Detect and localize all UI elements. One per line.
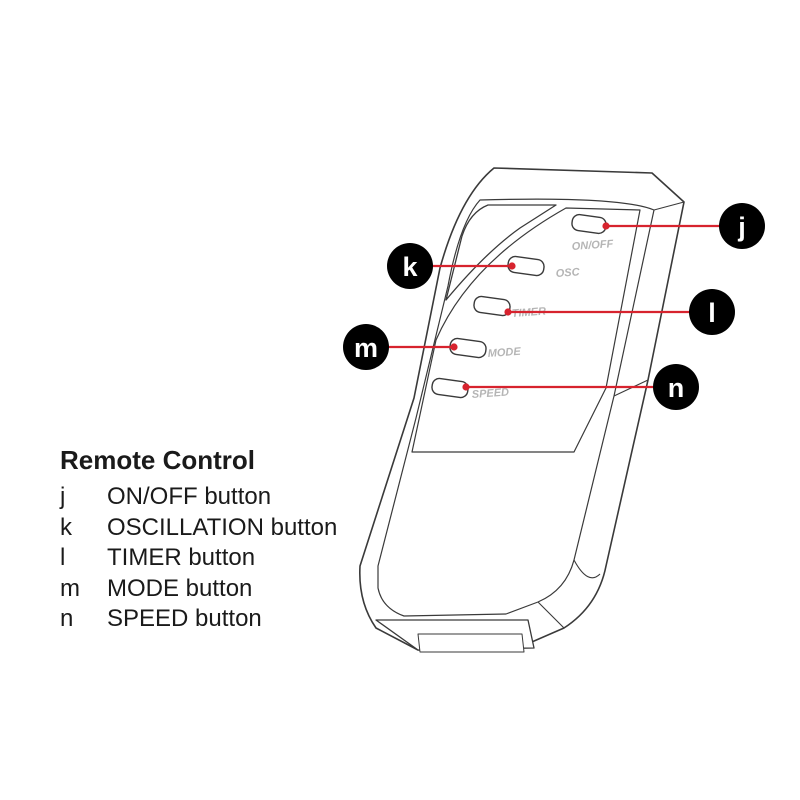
remote-button-labels: ON/OFF OSC TIMER MODE SPEED [471, 238, 614, 401]
legend-item-on-off: j ON/OFF button [60, 482, 337, 513]
legend-key: k [60, 513, 72, 541]
callout-k: k [387, 243, 516, 289]
osc-button[interactable] [507, 255, 545, 277]
callout-n-dot [462, 383, 470, 391]
callout-m: m [343, 324, 458, 370]
callout-n-letter: n [668, 373, 685, 403]
callout-n: n [462, 364, 699, 410]
legend-text: SPEED button [107, 605, 262, 632]
timer-button[interactable] [473, 295, 511, 317]
legend-text: TIMER button [107, 544, 256, 571]
remote-buttons [431, 213, 607, 399]
mode-button[interactable] [449, 337, 487, 359]
legend-title: Remote Control [60, 445, 255, 475]
legend-key: j [60, 483, 66, 510]
callout-l: l [504, 289, 735, 335]
callout-j-letter: j [737, 212, 746, 242]
callouts: j k l m n [343, 203, 765, 410]
battery-slot [417, 633, 525, 653]
legend-text: ON/OFF button [107, 483, 272, 510]
callout-m-dot [450, 343, 458, 351]
legend-text: OSCILLATION button [107, 513, 338, 541]
osc-label: OSC [555, 266, 581, 280]
on-off-label: ON/OFF [571, 238, 614, 253]
legend-key: l [60, 544, 66, 571]
callout-l-dot [504, 308, 512, 316]
callout-k-dot [508, 262, 516, 270]
remote-button-panel [411, 207, 641, 453]
legend-text: MODE button [107, 574, 253, 602]
speed-button[interactable] [431, 377, 469, 399]
callout-l-circle [689, 289, 735, 335]
legend-item-oscillation: k OSCILLATION button [60, 513, 337, 544]
legend-item-timer: l TIMER button [60, 543, 337, 574]
callout-m-letter: m [354, 333, 378, 363]
callout-j-dot [602, 222, 610, 230]
legend: Remote Control j ON/OFF button k OSCILLATI… [60, 444, 337, 635]
callout-n-circle [653, 364, 699, 410]
legend-key: n [60, 605, 74, 632]
remote-ir-window [445, 204, 557, 301]
callout-k-letter: k [402, 252, 418, 282]
callout-j-circle [719, 203, 765, 249]
mode-label: MODE [487, 346, 521, 360]
callout-l-letter: l [708, 298, 716, 328]
legend-key: m [60, 574, 80, 602]
speed-label: SPEED [471, 386, 509, 401]
remote-body [359, 167, 685, 653]
callout-j: j [602, 203, 765, 249]
legend-item-speed: n SPEED button [60, 604, 337, 635]
callout-k-circle [387, 243, 433, 289]
legend-item-mode: m MODE button [60, 574, 337, 605]
callout-m-circle [343, 324, 389, 370]
